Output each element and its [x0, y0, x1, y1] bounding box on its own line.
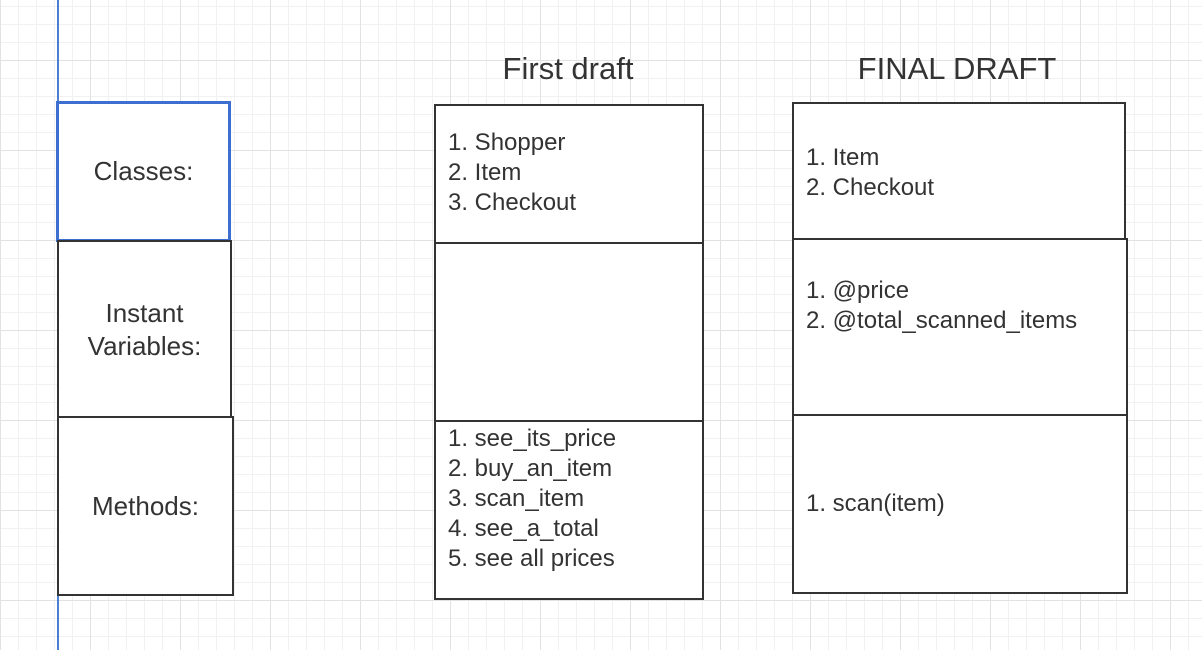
final-draft-methods-box[interactable]: 1. scan(item) [792, 414, 1128, 594]
final-draft-classes-list: 1. Item 2. Checkout [806, 143, 1124, 203]
list-item: 1. @price [806, 277, 910, 304]
methods-label: Methods: [92, 490, 199, 521]
list-item: 1. see_its_price [448, 425, 617, 452]
first-draft-methods-box[interactable]: 1. see_its_price 2. buy_an_item 3. scan_… [434, 420, 704, 600]
list-item: 3. scan_item [448, 485, 585, 512]
list-item: 1. Shopper [448, 129, 566, 156]
first-draft-title: First draft [502, 51, 634, 86]
methods-label-box[interactable]: Methods: [57, 416, 234, 596]
list-item: 5. see all prices [448, 545, 615, 572]
list-item: 1. Item [806, 143, 880, 171]
final-draft-instance-variables-list: 1. @price 2. @total_scanned_items [806, 276, 1126, 336]
final-draft-instance-variables-box[interactable]: 1. @price 2. @total_scanned_items [792, 238, 1128, 416]
first-draft-classes-list: 1. Shopper 2. Item 3. Checkout [448, 128, 702, 218]
instance-variables-label-box[interactable]: Instant Variables: [57, 240, 232, 419]
classes-label: Classes: [93, 156, 194, 186]
first-draft-instance-variables-box[interactable] [434, 242, 704, 423]
list-item: 4. see_a_total [448, 515, 599, 542]
list-item: 3. Checkout [448, 189, 577, 216]
first-draft-methods-list: 1. see_its_price 2. buy_an_item 3. scan_… [448, 424, 702, 574]
final-draft-methods-list: 1. scan(item) [806, 489, 1126, 519]
instance-variables-label: Instant Variables: [87, 297, 202, 361]
list-item: 2. Item [448, 159, 522, 186]
list-item: 2. Checkout [806, 173, 935, 201]
first-draft-classes-box[interactable]: 1. Shopper 2. Item 3. Checkout [434, 104, 704, 244]
classes-label-box[interactable]: Classes: [56, 101, 231, 242]
list-item: 1. scan(item) [806, 490, 945, 517]
final-draft-title: FINAL DRAFT [857, 51, 1057, 86]
list-item: 2. buy_an_item [448, 455, 613, 482]
final-draft-classes-box[interactable]: 1. Item 2. Checkout [792, 102, 1126, 241]
list-item: 2. @total_scanned_items [806, 307, 1078, 334]
